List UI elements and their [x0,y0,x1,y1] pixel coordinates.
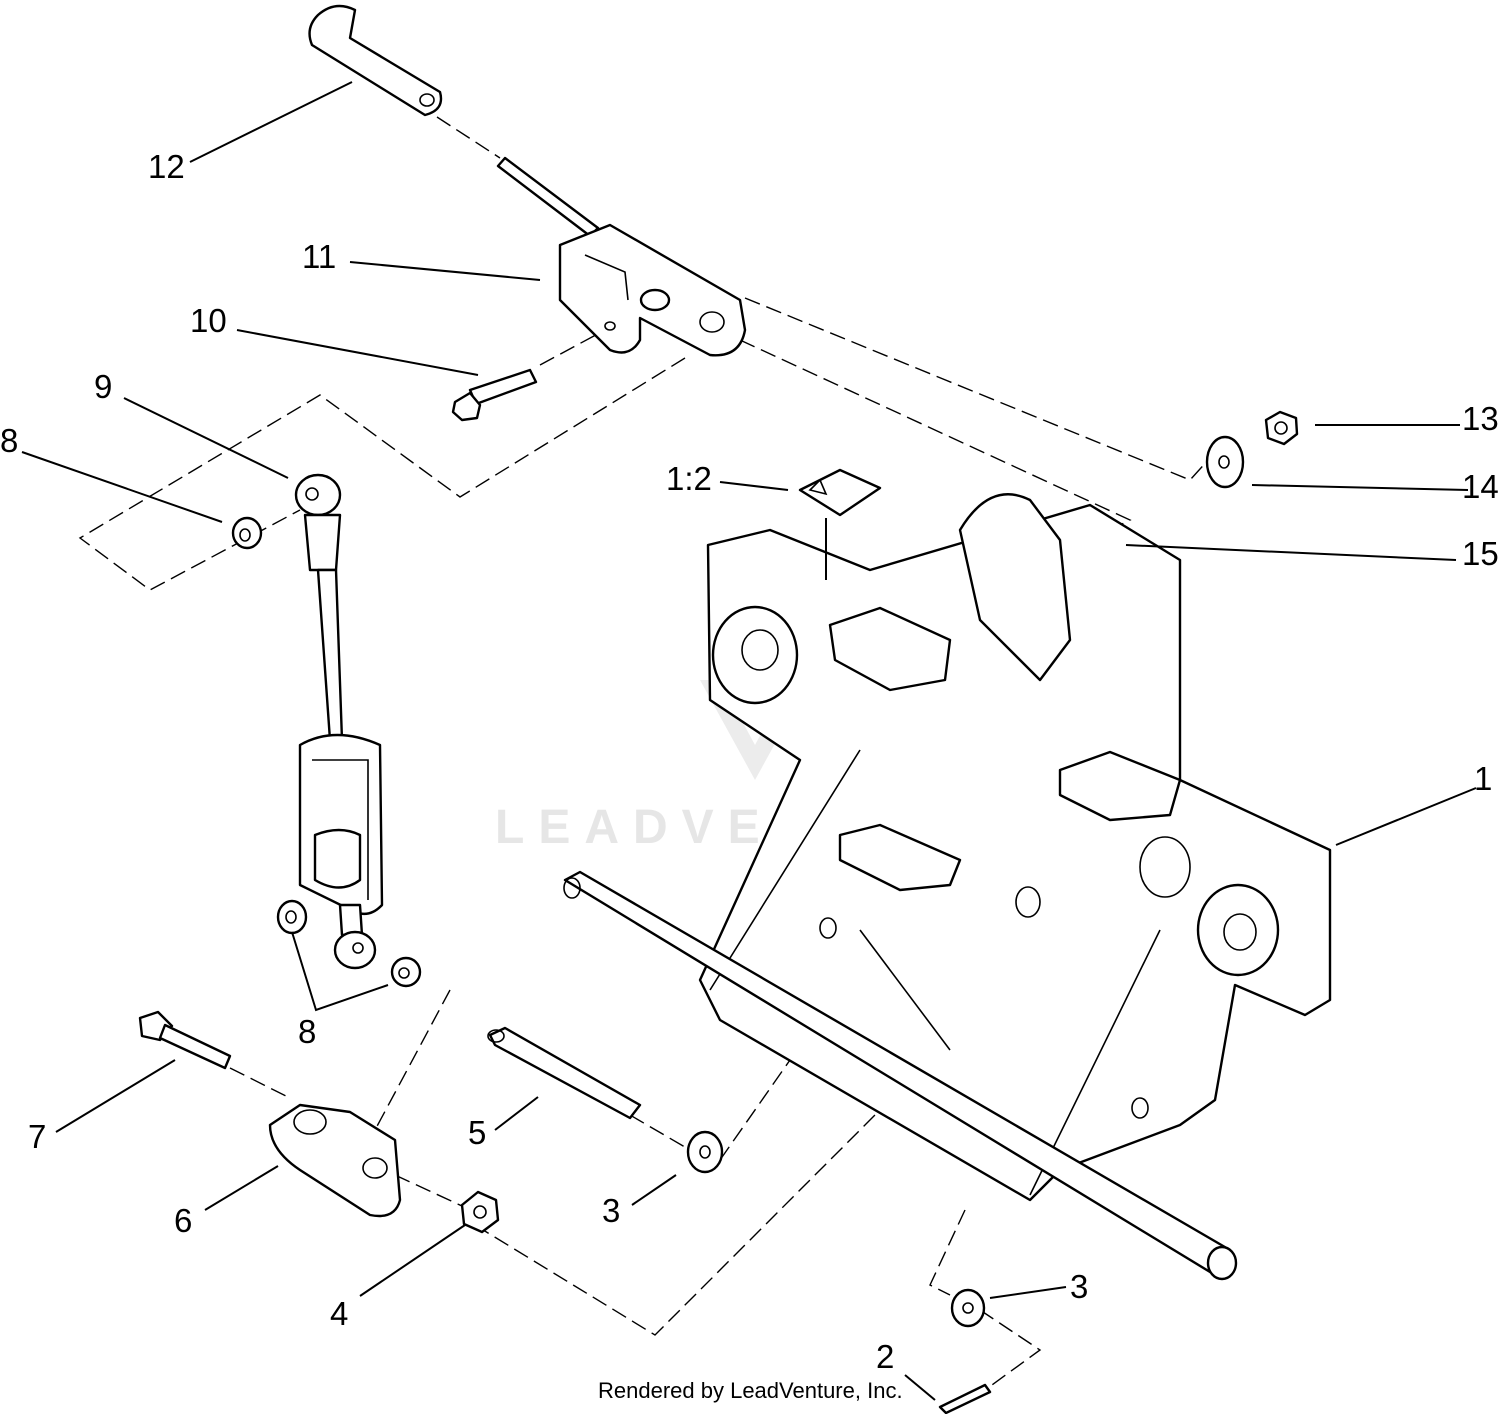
part-12-handle-grip [308,4,600,238]
callout-7: 7 [28,1118,46,1155]
callout-15: 15 [1462,535,1499,572]
part-3-washer-upper [686,1130,724,1174]
callout-5: 5 [468,1114,486,1151]
callout-1: 1 [1474,760,1492,797]
callout-10: 10 [190,302,227,339]
part-9-shock-assembly [294,473,384,970]
callout-11: 11 [302,238,336,275]
callout-2: 2 [876,1338,894,1375]
part-1-main-frame [563,493,1332,1281]
part-13-nut [1264,410,1299,446]
part-8-bushing-top [231,516,263,550]
part-4-nut [460,1190,500,1234]
callout-6: 6 [174,1202,192,1239]
callout-12: 12 [148,148,185,185]
callout-3-lower: 3 [1070,1268,1088,1305]
part-1-2-decal [798,468,882,517]
part-6-clevis [268,1103,402,1218]
callout-14: 14 [1462,468,1499,505]
part-3-washer-lower [950,1288,986,1328]
part-2-cotter-pin [938,1383,992,1414]
part-8-bushing-middle [276,899,308,935]
callout-4: 4 [330,1295,348,1332]
callout-3-upper: 3 [602,1192,620,1229]
part-14-washer [1205,435,1245,489]
callout-8-top: 8 [0,422,18,459]
part-7-bolt [138,1010,232,1070]
callout-9: 9 [94,368,112,405]
part-5-pin [487,1026,642,1120]
part-8-bushing-bottom [390,956,422,988]
part-10-bolt [451,368,538,422]
leader-lines [21,81,1477,1401]
callout-13: 13 [1462,400,1499,437]
part-11-lever-bracket [558,223,747,357]
callout-1-2: 1:2 [666,460,712,497]
callout-8-bottom: 8 [298,1013,316,1050]
callouts: 12 11 10 9 8 8 7 6 5 4 3 3 2 1 1:2 13 14… [0,148,1499,1375]
render-credit: Rendered by LeadVenture, Inc. [598,1378,903,1403]
